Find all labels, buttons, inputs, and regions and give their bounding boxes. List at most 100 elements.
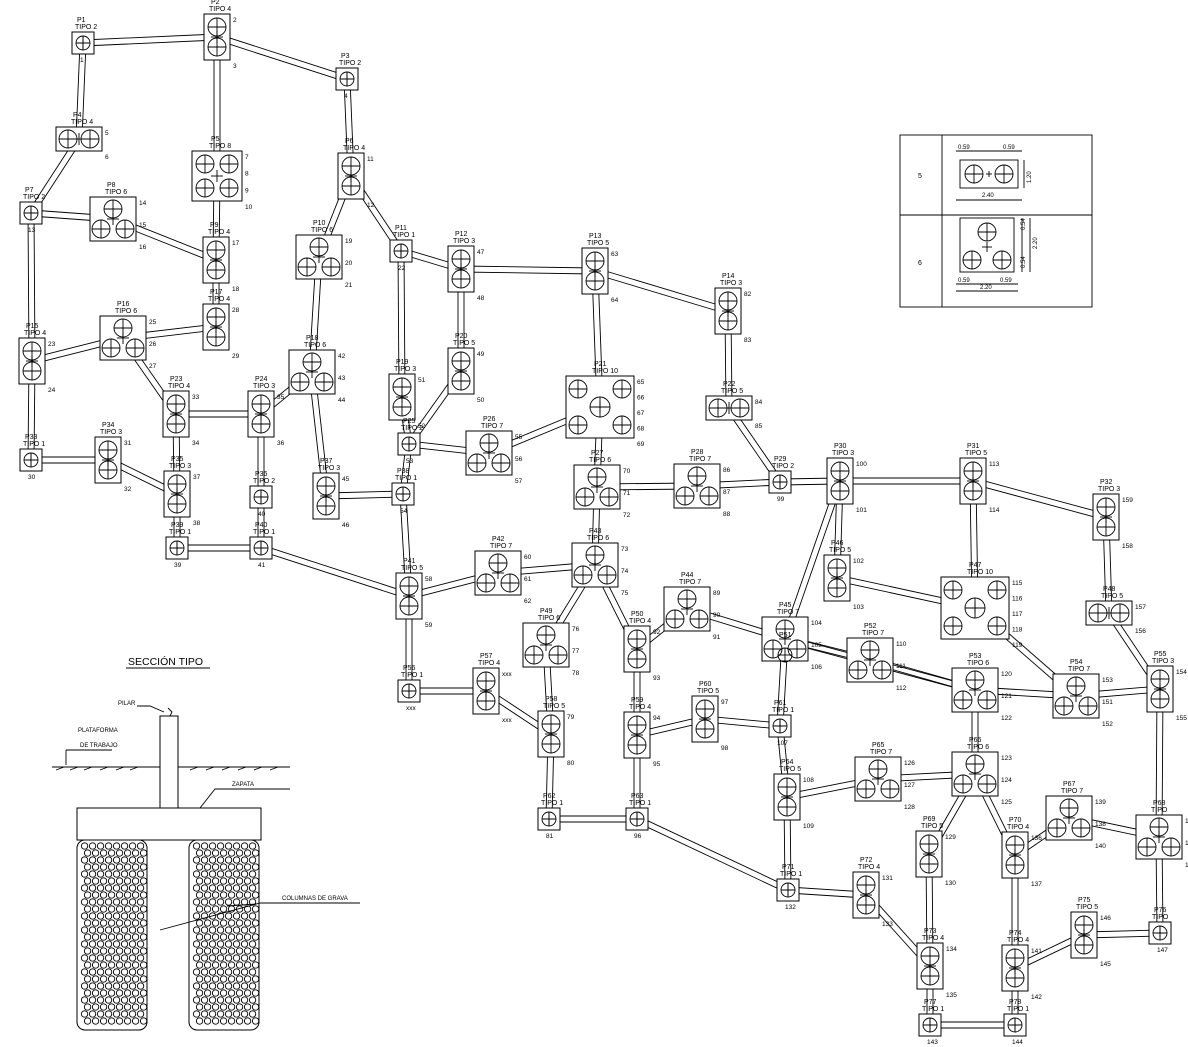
pillar-id: P36 xyxy=(255,471,268,478)
column-number: 51 xyxy=(418,377,426,384)
pillar-id: P57 xyxy=(480,653,493,660)
gravel-stone xyxy=(99,947,108,955)
footing-p41 xyxy=(395,572,423,620)
gravel-stone xyxy=(200,996,209,1004)
gravel-stone xyxy=(195,863,204,871)
column-number: 70 xyxy=(623,468,631,475)
gravel-stone xyxy=(104,912,113,920)
gravel-stone xyxy=(115,1017,124,1025)
gravel-stone xyxy=(115,961,124,969)
column-number: 112 xyxy=(896,685,907,692)
gravel-stone xyxy=(107,877,116,885)
gravel-stone xyxy=(240,856,249,864)
gravel-stone xyxy=(136,912,145,920)
gravel-stone xyxy=(136,870,145,878)
pillar-tipo: TIPO 5 xyxy=(587,240,609,247)
footing-p9 xyxy=(202,236,230,284)
column-number: 55 xyxy=(515,434,523,441)
gravel-stone xyxy=(107,891,116,899)
gravel-stone xyxy=(96,940,105,948)
gravel-stone xyxy=(248,954,257,962)
pillar-tipo: TIPO 1 xyxy=(541,800,563,807)
pillar-id: P75 xyxy=(1078,897,1091,904)
pillar-id: P77 xyxy=(924,999,937,1006)
column-number: 104 xyxy=(811,620,822,627)
column-number: 79 xyxy=(567,714,575,721)
gravel-stone xyxy=(83,1003,92,1011)
pillar-id: P19 xyxy=(396,359,409,366)
footing-p49 xyxy=(522,622,570,668)
gravel-stone xyxy=(224,856,233,864)
column-number: 149 xyxy=(1185,840,1188,847)
pillar-tipo: TIPO 1 xyxy=(393,232,415,239)
column-number: 29 xyxy=(232,353,240,360)
footing-p15 xyxy=(18,337,46,385)
column-number: 139 xyxy=(1095,799,1106,806)
footing-p16 xyxy=(99,315,147,361)
gravel-stone xyxy=(235,919,244,927)
column-number: 101 xyxy=(856,507,867,514)
gravel-stone xyxy=(224,954,233,962)
gravel-stone xyxy=(128,884,137,892)
column-number: 134 xyxy=(946,946,957,953)
tie-beam xyxy=(595,267,729,309)
gravel-stone xyxy=(243,1017,252,1025)
section-pilar-label: PILAR xyxy=(118,701,136,707)
pillar-tipo: TIPO 5 xyxy=(1101,593,1123,600)
footing-p39 xyxy=(165,536,189,560)
gravel-stone xyxy=(91,961,100,969)
footing-p14 xyxy=(714,287,742,335)
footing-p31 xyxy=(959,457,987,505)
gravel-stone xyxy=(83,863,92,871)
gravel-stone xyxy=(136,842,145,850)
gravel-stone xyxy=(208,996,217,1004)
gravel-stone xyxy=(112,940,121,948)
gravel-stone xyxy=(203,961,212,969)
gravel-stone xyxy=(131,1017,140,1025)
gravel-stone xyxy=(131,919,140,927)
gravel-stone xyxy=(195,905,204,913)
gravel-stone xyxy=(235,1017,244,1025)
gravel-stone xyxy=(219,975,228,983)
gravel-stone xyxy=(216,912,225,920)
footing-p58 xyxy=(537,710,565,758)
pillar-id: P10 xyxy=(313,220,326,227)
gravel-stone xyxy=(224,842,233,850)
gravel-stone xyxy=(203,863,212,871)
gravel-stone xyxy=(99,961,108,969)
legend-6-height: 2.20 xyxy=(1033,237,1039,249)
footing-p23 xyxy=(162,390,190,438)
column-number: 93 xyxy=(653,675,661,682)
pillar-tipo: TIPO 3 xyxy=(169,463,191,470)
gravel-stone xyxy=(139,961,148,969)
column-number: 59 xyxy=(425,622,433,629)
footing-p5 xyxy=(191,150,243,202)
column-number: 27 xyxy=(149,363,157,370)
column-number: 35 xyxy=(277,394,285,401)
gravel-stone xyxy=(104,926,113,934)
gravel-stone xyxy=(91,1017,100,1025)
column-number: 15 xyxy=(139,222,147,229)
column-number: 87 xyxy=(723,489,731,496)
pillar-tipo: TIPO 6 xyxy=(538,615,560,622)
column-number: 124 xyxy=(1001,777,1012,784)
gravel-stone xyxy=(107,905,116,913)
column-number: 142 xyxy=(1031,994,1042,1001)
pillar-id: P50 xyxy=(631,611,644,618)
gravel-stone xyxy=(139,1017,148,1025)
column-number: 22 xyxy=(398,265,406,272)
gravel-stone xyxy=(83,975,92,983)
pillar-id: P27 xyxy=(591,450,604,457)
footing-p30 xyxy=(826,457,854,505)
section-plataforma-label-1: PLATAFORMA xyxy=(78,728,118,734)
gravel-stone xyxy=(240,842,249,850)
legend-tipo-6: 6 xyxy=(918,260,922,267)
gravel-stone xyxy=(192,884,201,892)
gravel-stone xyxy=(112,968,121,976)
gravel-stone xyxy=(83,947,92,955)
footing-p54 xyxy=(1052,673,1100,719)
column-number: 38 xyxy=(193,520,201,527)
tie-beam xyxy=(461,265,596,269)
gravel-stone xyxy=(192,912,201,920)
gravel-stone xyxy=(200,940,209,948)
